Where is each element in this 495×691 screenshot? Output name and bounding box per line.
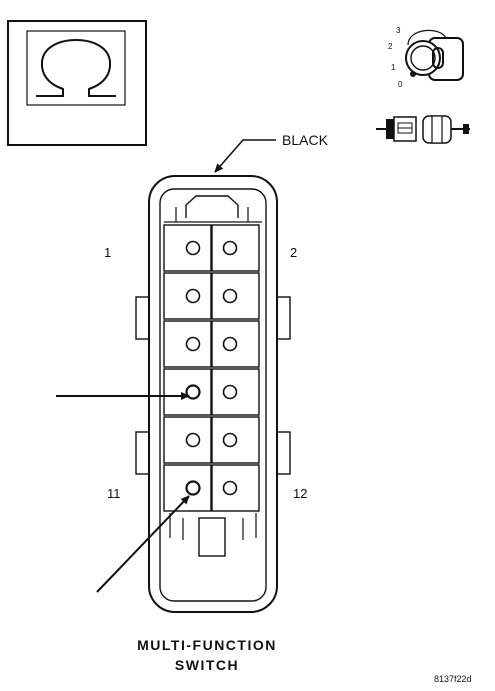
pin-hole-6 (222, 336, 238, 352)
cavity-8 (211, 368, 260, 416)
cavity-4 (211, 272, 260, 320)
diagram-title-line2: SWITCH (175, 657, 239, 673)
cavity-7 (163, 368, 212, 416)
ohm-icon (36, 38, 116, 97)
pin-hole-5 (185, 336, 201, 352)
cavity-5 (163, 320, 212, 368)
key-position-2: 2 (388, 42, 393, 51)
key-position-0: 0 (398, 80, 403, 89)
ignition-key-icon: 3 2 1 0 (388, 26, 464, 89)
cavity-6 (211, 320, 260, 368)
connector-body (135, 175, 291, 613)
figure-id: 8137f22d (434, 674, 472, 684)
key-position-1: 1 (391, 63, 396, 72)
pin-hole-8 (222, 384, 238, 400)
pin-label-2: 2 (290, 245, 297, 260)
connector-color-label: BLACK (282, 132, 329, 148)
pin-hole-4 (222, 288, 238, 304)
key-position-3: 3 (396, 26, 401, 35)
pin-hole-3 (185, 288, 201, 304)
color-leader-arrow (214, 139, 276, 173)
cavity-3 (163, 272, 212, 320)
diagram-title-line1: MULTI-FUNCTION (137, 637, 277, 653)
cavity-11 (163, 464, 212, 512)
probe-arrow-pin-11 (96, 495, 190, 593)
cavity-1 (163, 224, 212, 272)
pin-hole-2 (222, 240, 238, 256)
cavity-10 (211, 416, 260, 464)
pin-hole-10 (222, 432, 238, 448)
pin-hole-1 (185, 240, 201, 256)
cavity-12 (211, 464, 260, 512)
connector-plug-icon (376, 115, 470, 144)
pin-label-12: 12 (293, 486, 307, 501)
cavity-2 (211, 224, 260, 272)
pin-hole-9 (185, 432, 201, 448)
ohmmeter-symbol-box (7, 20, 147, 146)
cavity-grid (163, 224, 260, 512)
pin-label-11: 11 (107, 486, 121, 501)
cavity-9 (163, 416, 212, 464)
pin-hole-12 (222, 480, 238, 496)
pin-hole-11 (185, 480, 201, 496)
pin-label-1: 1 (104, 245, 111, 260)
